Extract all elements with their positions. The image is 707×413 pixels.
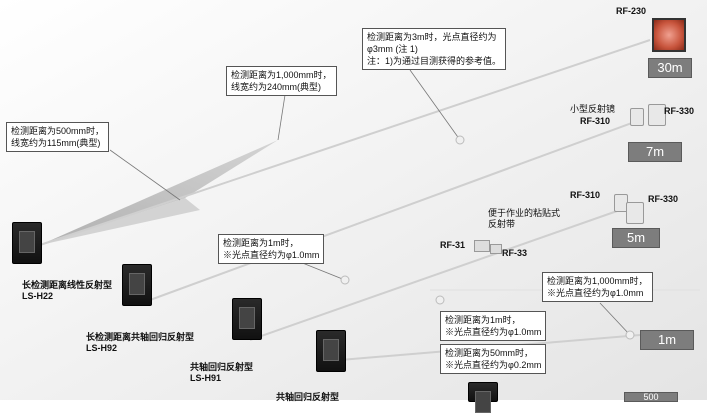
sensor-ls-h92-label: 长检测距离共轴回归反射型 LS-H92 — [86, 332, 195, 353]
small-mirror-label: 小型反射镜 — [570, 104, 616, 114]
leader-right-1000 — [599, 302, 631, 336]
beam-7m — [149, 119, 641, 301]
sensor-ls-h22 — [12, 222, 42, 264]
callout-right-50mm: 检测距离为50mm时， ※光点直径约为φ0.2mm — [440, 344, 547, 374]
spot-1m — [340, 275, 350, 285]
beam-30m — [39, 39, 651, 246]
leader-3m — [409, 69, 461, 141]
rf-33-tape — [490, 244, 502, 254]
tape-note: 便于作业的粘贴式 反射带 — [488, 208, 561, 229]
rf-310-reflector-a — [630, 108, 644, 126]
leader-500 — [109, 149, 181, 201]
distance-badge-30m: 30m — [648, 58, 692, 78]
rf-31-label: RF-31 — [440, 240, 466, 250]
callout-500mm: 检测距离为500mm时， 线宽约为115mm(典型) — [6, 122, 110, 152]
distance-badge-7m: 7m — [628, 142, 682, 162]
rf-310-label-a: RF-310 — [580, 116, 611, 126]
sensor-partial-label: 共轴回归反射型 — [276, 392, 340, 402]
line-beam-fan-lower — [40, 198, 200, 245]
spot-3m — [455, 135, 465, 145]
distance-badge-5m: 5m — [612, 228, 660, 248]
background — [0, 0, 707, 400]
rf-330-label-a: RF-330 — [664, 106, 695, 116]
rf-230-label: RF-230 — [616, 6, 647, 16]
callout-mid-1m: 检测距离为1m时， ※光点直径约为φ1.0mm — [218, 234, 325, 264]
sensor-partial — [316, 330, 346, 372]
distance-badge-500: 500 — [624, 392, 678, 402]
leader-1000 — [277, 94, 286, 141]
line-beam-fan — [40, 140, 278, 245]
sensor-ls-h22-label: 长检测距离线性反射型 LS-H22 — [22, 280, 113, 301]
spot-right-1m — [435, 295, 445, 305]
rf-31-tape — [474, 240, 490, 252]
rf-330-reflector-a — [648, 104, 666, 126]
rf-330-reflector-b — [626, 202, 644, 224]
beam-5m — [249, 209, 621, 341]
spot-1000 — [625, 330, 635, 340]
rf-310-label-b: RF-310 — [570, 190, 601, 200]
rf-33-label: RF-33 — [502, 248, 528, 258]
sensor-partial-right — [468, 382, 498, 413]
callout-right-1000mm: 检测距离为1,000mm时， ※光点直径约为φ1.0mm — [542, 272, 653, 302]
leader-mid-1m — [299, 261, 346, 281]
sensor-ls-h91 — [232, 298, 262, 340]
callout-3m: 检测距离为3m时，光点直径约为 φ3mm (注 1) 注：1)为通过目测获得的参… — [362, 28, 507, 70]
sensor-ls-h91-label: 共轴回归反射型 LS-H91 — [190, 362, 254, 383]
beam-diagram — [0, 0, 707, 400]
rf-230-reflector — [652, 18, 686, 52]
callout-right-1m: 检测距离为1m时， ※光点直径约为φ1.0mm — [440, 311, 547, 341]
distance-badge-1m: 1m — [640, 330, 694, 350]
sensor-ls-h92 — [122, 264, 152, 306]
callout-1000mm: 检测距离为1,000mm时， 线宽约为240mm(典型) — [226, 66, 337, 96]
rf-330-label-b: RF-330 — [648, 194, 679, 204]
